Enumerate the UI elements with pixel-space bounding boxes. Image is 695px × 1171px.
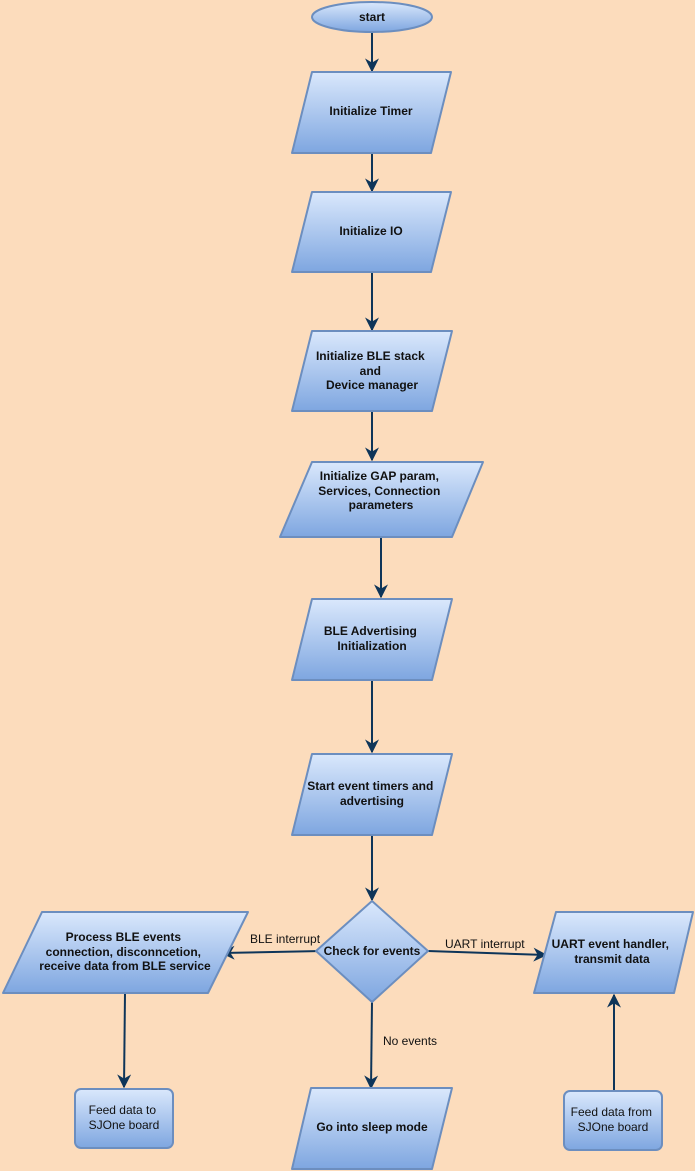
init-ble-label: Initialize BLE stack and Device manager: [316, 349, 428, 392]
ble-adv-init-node: [291, 598, 453, 681]
uart-handler-node: [533, 911, 694, 994]
init-io-label: Initialize IO: [339, 224, 402, 238]
feed-to-sjone-label: Feed data to SJOne board: [89, 1103, 160, 1132]
start-label: start: [359, 10, 385, 24]
edge-labels: BLE interrupt UART interrupt No events: [250, 932, 525, 1048]
check-events-label: Check for events: [324, 944, 421, 958]
feed-from-sjone-node: [563, 1090, 663, 1151]
init-timer-node: [291, 71, 452, 154]
start-timers-node: [291, 753, 453, 836]
process-ble-label: Process BLE events connection, disconnce…: [39, 930, 211, 973]
edges: [117, 32, 621, 1090]
check-events-node: [315, 900, 429, 1003]
ble-interrupt-label: BLE interrupt: [250, 932, 321, 946]
feed-to-sjone-node: [74, 1088, 174, 1149]
uart-handler-label: UART event handler, transmit data: [552, 937, 673, 966]
no-events-label: No events: [383, 1034, 437, 1048]
feed-from-sjone-label: Feed data from SJOne board: [571, 1105, 656, 1134]
edge-check-to-process: [220, 945, 323, 960]
node-labels: start Initialize Timer Initialize IO Ini…: [39, 10, 673, 1134]
init-timer-label: Initialize Timer: [329, 104, 412, 118]
init-ble-node: [291, 330, 453, 412]
init-gap-node: [279, 461, 484, 538]
start-timers-label: Start event timers and advertising: [307, 779, 436, 808]
edge-process-to-feed: [117, 992, 132, 1089]
uart-interrupt-label: UART interrupt: [445, 937, 525, 951]
ble-adv-init-label: BLE Advertising Initialization: [324, 624, 420, 653]
init-gap-label: Initialize GAP param, Services, Connecti…: [318, 469, 443, 512]
sleep-mode-label: Go into sleep mode: [316, 1120, 428, 1134]
sleep-mode-node: [291, 1087, 453, 1170]
init-io-node: [291, 191, 452, 273]
edge-check-to-sleep: [364, 1001, 379, 1090]
process-ble-node: [2, 911, 249, 994]
start-node: [311, 1, 433, 33]
edge-check-to-uart: [427, 947, 548, 962]
